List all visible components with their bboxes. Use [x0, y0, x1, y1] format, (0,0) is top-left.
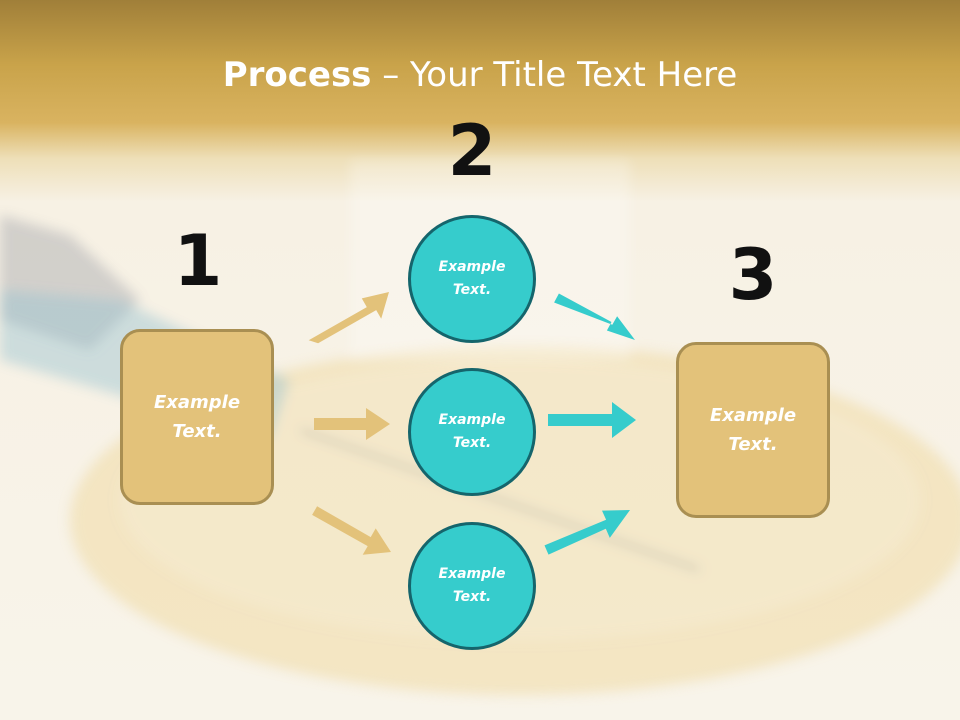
step-1-box: Example Text.	[120, 329, 274, 505]
step-2-circle-bottom: Example Text.	[408, 522, 536, 650]
step-2-circle-bottom-text: Example Text.	[438, 566, 506, 605]
step-1-box-text: Example Text.	[153, 392, 241, 442]
step-number-2: 2	[447, 110, 497, 192]
step-2-circle-top-text: Example Text.	[438, 259, 506, 298]
step-3-box: Example Text.	[676, 342, 830, 518]
step-2-circle-middle-text: Example Text.	[438, 412, 506, 451]
title-rest: – Your Title Text Here	[371, 55, 738, 95]
slide-title: Process – Your Title Text Here	[0, 52, 960, 98]
right-arrows	[544, 293, 636, 555]
step-2-circle-middle: Example Text.	[408, 368, 536, 496]
step-number-3: 3	[728, 234, 778, 316]
step-3-box-text: Example Text.	[709, 405, 797, 455]
arrow-right-down	[544, 510, 630, 555]
left-arrows	[308, 292, 391, 555]
arrow-right-up	[554, 293, 635, 340]
arrow-left-down	[312, 506, 391, 555]
arrow-left-middle	[314, 408, 390, 440]
title-bold: Process	[222, 55, 372, 95]
step-2-circle-top: Example Text.	[408, 215, 536, 343]
arrow-right-middle	[548, 402, 636, 438]
arrow-left-up	[308, 292, 389, 344]
step-number-1: 1	[173, 220, 223, 302]
